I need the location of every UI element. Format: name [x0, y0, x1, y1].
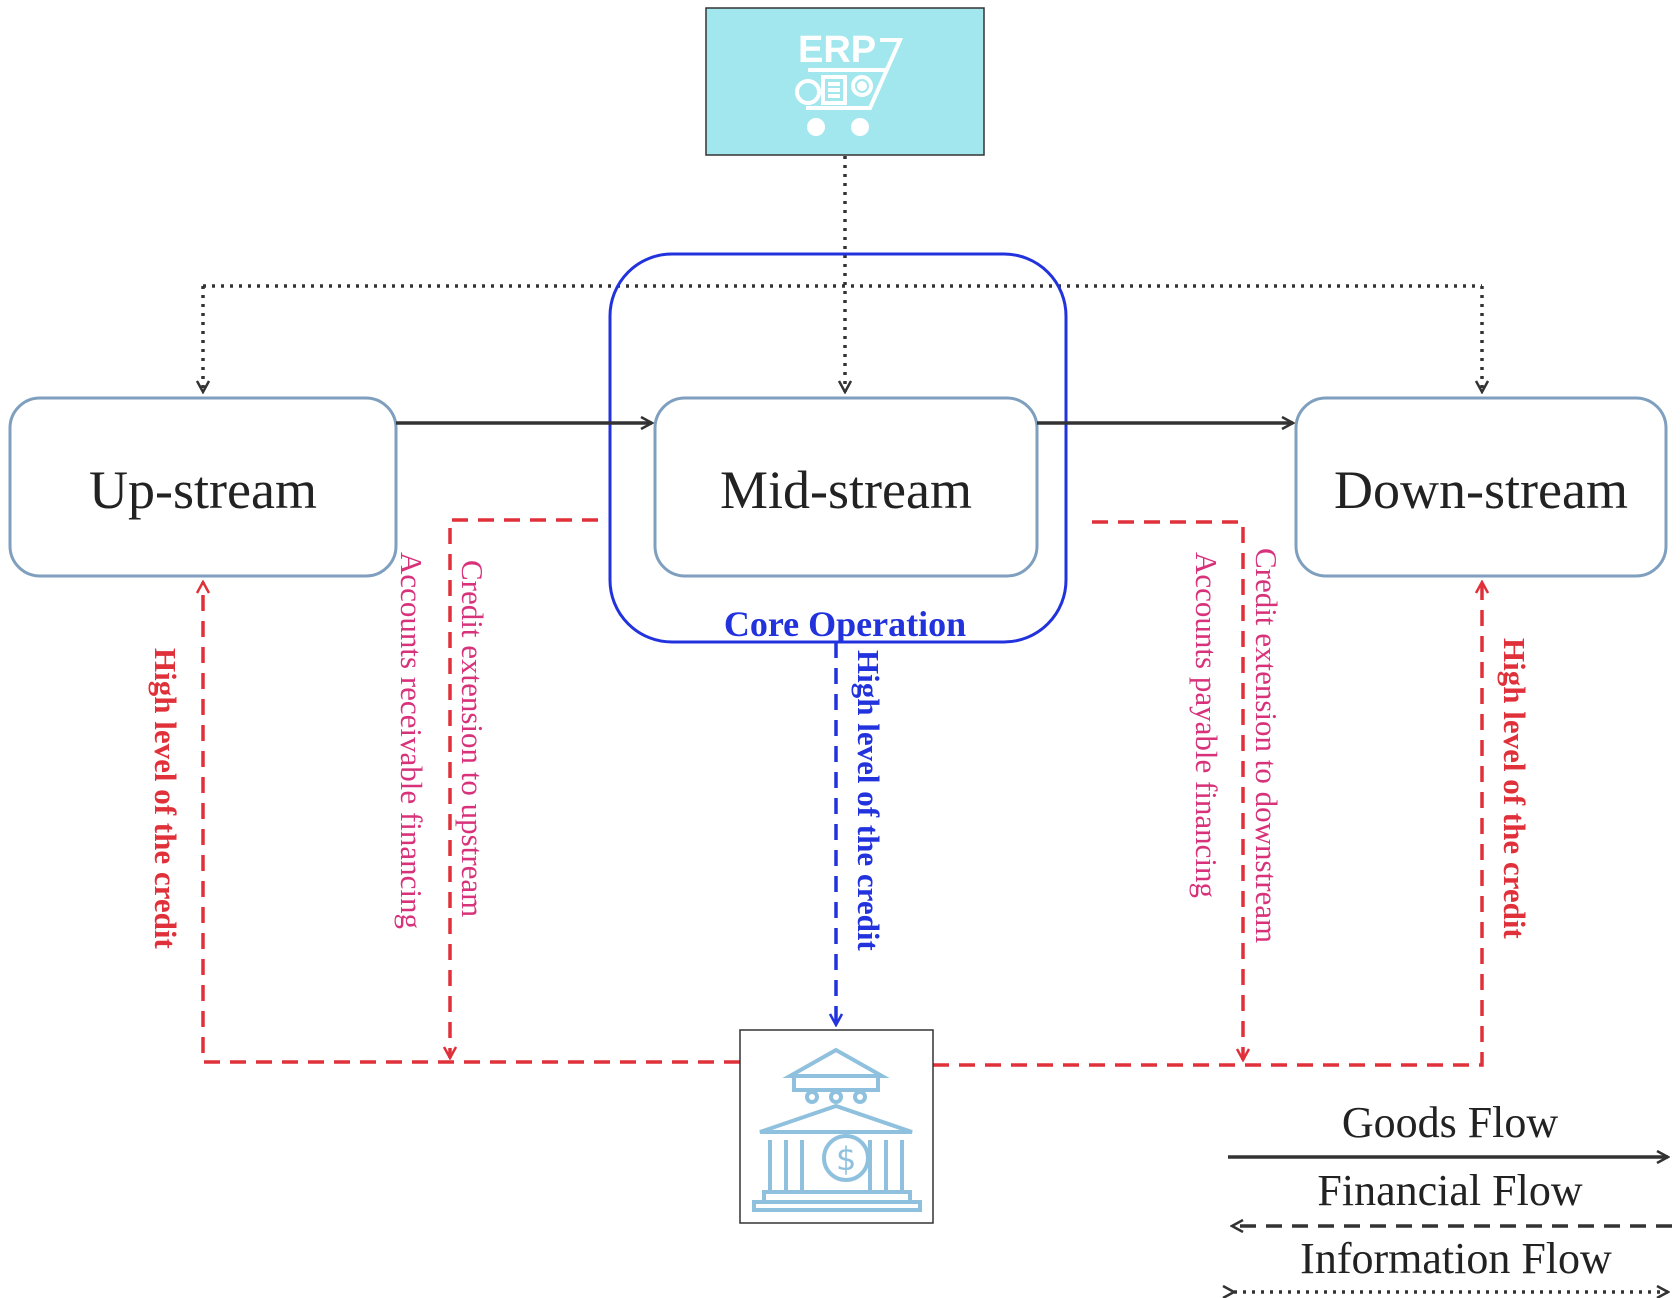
credit-extension-downstream-label: Credit extension to downstream — [1249, 548, 1284, 943]
core-operation-label: Core Operation — [724, 604, 966, 644]
high-level-credit-right-label: High level of the credit — [1497, 638, 1532, 939]
svg-text:$: $ — [836, 1140, 856, 1178]
erp-label: ERP — [798, 29, 876, 71]
midstream-node: Mid-stream — [653, 396, 1039, 578]
legend: Goods Flow Financial Flow Information Fl… — [1228, 1098, 1672, 1292]
accounts-receivable-financing-label: Accounts receivable financing — [394, 552, 429, 929]
high-level-credit-left-label: High level of the credit — [148, 648, 183, 949]
core-operation-box — [608, 252, 1068, 644]
legend-goods-label: Goods Flow — [1342, 1098, 1559, 1147]
upstream-node: Up-stream — [8, 396, 398, 578]
upstream-label: Up-stream — [89, 460, 317, 520]
bank-icon: $ — [752, 1047, 922, 1212]
accounts-payable-financing-label: Accounts payable financing — [1189, 552, 1224, 898]
credit-extension-upstream-label: Credit extension to upstream — [455, 560, 490, 917]
erp-box: ERP — [705, 7, 985, 156]
high-level-credit-mid-label: High level of the credit — [851, 650, 886, 951]
legend-financial-label: Financial Flow — [1317, 1166, 1582, 1215]
erp-cart-icon — [795, 38, 904, 136]
legend-information-label: Information Flow — [1300, 1234, 1612, 1283]
financial-flow-lines — [203, 518, 1482, 1067]
information-flow-lines — [203, 156, 1482, 392]
bank-box: $ — [739, 1029, 934, 1224]
downstream-label: Down-stream — [1334, 460, 1628, 520]
downstream-node: Down-stream — [1294, 396, 1668, 578]
midstream-label: Mid-stream — [720, 460, 972, 520]
